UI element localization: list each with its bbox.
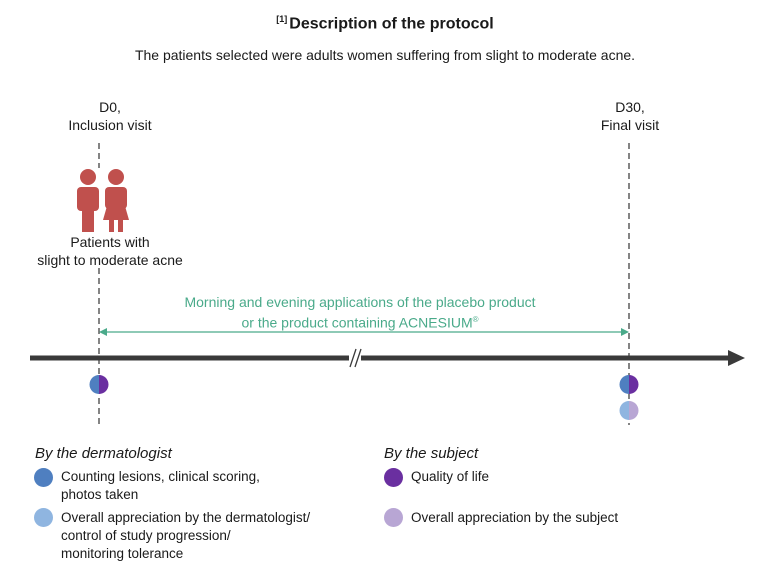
legend-item-overall-appreciation-subject: Overall appreciation by the subject <box>411 510 619 525</box>
d0-day: D0, <box>99 99 121 115</box>
legend-dermatologist-dark-dot <box>34 468 53 487</box>
d0-visit-dot <box>89 375 109 394</box>
applications-line-1: Morning and evening applications of the … <box>184 294 536 310</box>
d0-label: D0, Inclusion visit <box>40 98 180 134</box>
application-period-arrow <box>99 328 629 336</box>
applications-line-2-text: or the product containing ACNESIUM <box>241 314 473 331</box>
patients-line-1: Patients with <box>70 234 150 250</box>
subtitle: The patients selected were adults women … <box>134 47 636 63</box>
legend-item-quality-of-life: Quality of life <box>411 469 490 484</box>
legend-dermatologist-light-dot <box>34 508 53 527</box>
time-axis <box>30 348 745 368</box>
legend-subject-dark-dot <box>384 468 403 487</box>
man-patient-icon <box>77 169 99 232</box>
patients-line-2: slight to moderate acne <box>37 252 183 268</box>
legend-subject-heading: By the subject <box>384 445 479 462</box>
legend-item-line: control of study progression/ <box>61 528 231 543</box>
applications-line-2: or the product containing ACNESIUM® <box>150 311 570 332</box>
legend-item-line: Counting lesions, clinical scoring, <box>61 469 260 484</box>
legend-item-line: Overall appreciation by the dermatologis… <box>61 510 311 525</box>
legend-item-counting-lesions: Counting lesions, clinical scoring, phot… <box>61 468 260 504</box>
title-text: Description of the protocol <box>289 15 494 33</box>
page-title: [1]Description of the protocol <box>0 14 770 33</box>
registered-mark: ® <box>472 315 479 324</box>
patients-label: Patients with slight to moderate acne <box>20 233 200 269</box>
d30-visit-dot <box>619 375 639 394</box>
d30-description: Final visit <box>600 117 660 133</box>
applications-label: Morning and evening applications of the … <box>150 293 570 332</box>
legend-item-line: monitoring tolerance <box>61 546 184 561</box>
d30-appreciation-dot <box>619 401 639 420</box>
d30-label: D30, Final visit <box>560 98 700 134</box>
d30-day: D30, <box>615 99 645 115</box>
d0-description: Inclusion visit <box>68 117 152 133</box>
legend-item-overall-appreciation-dermatologist: Overall appreciation by the dermatologis… <box>61 509 310 563</box>
reference-mark: [1] <box>276 14 288 24</box>
legend-dermatologist-heading: By the dermatologist <box>35 445 172 462</box>
legend-item-line: photos taken <box>61 487 139 502</box>
woman-patient-icon <box>103 169 129 232</box>
legend-subject-light-dot <box>384 508 403 527</box>
